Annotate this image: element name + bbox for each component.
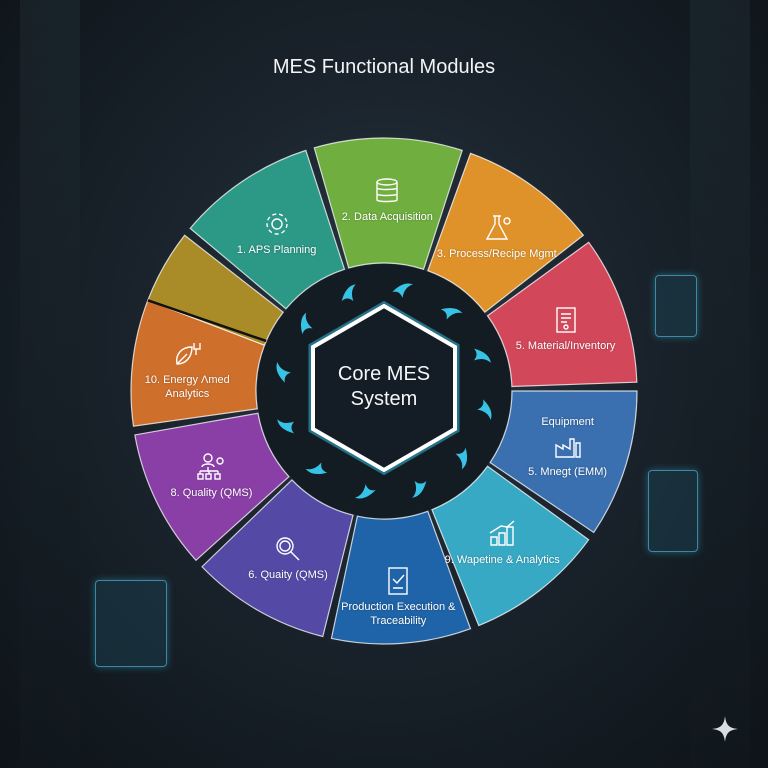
core-system-label: Core MES System	[304, 362, 464, 412]
segment-quality-8[interactable]	[134, 412, 290, 562]
flow-arrow-icon	[276, 362, 291, 383]
module-label: 5. Material/Inventory	[515, 340, 616, 353]
module-energy[interactable]: 10. Energy Λmed Analytics	[122, 337, 252, 401]
factory-icon	[554, 438, 581, 458]
leaf-plug-icon	[176, 342, 201, 365]
module-aps-planning[interactable]: 1. APS Planning	[212, 207, 342, 257]
hologram-panel	[655, 275, 697, 337]
module-process-recipe[interactable]: 3. Process/Recipe Mgmt	[432, 211, 562, 261]
flow-arrow-icon	[392, 283, 413, 298]
module-label: 10. Energy Λmed Analytics	[144, 373, 230, 400]
module-label: Production Execution & Traceability	[341, 600, 456, 627]
module-equipment[interactable]: Equipment 5. Mnegt (EMM)	[503, 415, 633, 479]
module-label: 9. Wapetine & Analytics	[444, 554, 560, 567]
module-production-execution[interactable]: Production Execution & Traceability	[333, 564, 463, 628]
segment-aps-planning[interactable]	[189, 149, 346, 310]
page-title: MES Functional Modules	[272, 56, 496, 78]
background-pillar	[20, 0, 80, 768]
core-line-2: System	[350, 388, 418, 410]
org-chart-icon	[197, 453, 225, 480]
module-label: 3. Process/Recipe Mgmt	[436, 247, 557, 260]
core-hexagon[interactable]	[310, 303, 458, 473]
sparkle-icon	[712, 716, 738, 742]
segment-quality-6[interactable]	[201, 479, 354, 638]
background-pillar	[690, 0, 750, 768]
module-warehouse-analytics[interactable]: 9. Wapetine & Analytics	[437, 517, 567, 567]
flow-arrow-icon	[455, 447, 468, 470]
segment-data-acquisition[interactable]	[313, 137, 463, 271]
segment-process-recipe[interactable]	[427, 152, 585, 314]
module-quality-6[interactable]: 6. Quaity (QMS)	[223, 532, 353, 582]
flow-arrow-icon	[355, 484, 376, 499]
segment-equipment[interactable]	[489, 390, 638, 534]
segment-energy-top[interactable]	[147, 234, 284, 346]
flow-arrow-icon	[440, 307, 463, 320]
module-label: 1. APS Planning	[236, 243, 317, 256]
module-label: 2. Data Acquisition	[341, 211, 433, 224]
magnifier-icon	[276, 537, 300, 561]
module-heading: Equipment	[541, 416, 594, 429]
module-label: 8. Quality (QMS)	[170, 487, 253, 500]
flask-icon	[485, 214, 511, 240]
flow-arrow-icon	[277, 419, 295, 434]
hologram-panel	[95, 580, 167, 667]
segment-divider	[147, 299, 267, 343]
flow-arrow-icon	[341, 284, 356, 302]
checklist-icon	[388, 566, 408, 595]
flow-arrow-icon	[477, 399, 492, 420]
flow-arrow-icon	[305, 462, 328, 475]
bar-chart-icon	[489, 520, 515, 546]
document-icon	[555, 307, 576, 334]
core-line-1: Core MES	[337, 363, 431, 385]
gear-icon	[265, 213, 288, 235]
flow-arrow-icon	[412, 480, 427, 498]
module-data-acquisition[interactable]: 2. Data Acquisition	[322, 174, 452, 224]
database-icon	[376, 178, 399, 203]
module-label: 5. Mnegt (EMM)	[528, 466, 608, 479]
module-quality-8[interactable]: 8. Quality (QMS)	[146, 450, 276, 500]
flow-arrow-icon	[300, 312, 313, 335]
hologram-panel	[648, 470, 698, 552]
module-label: 6. Quaity (QMS)	[248, 569, 328, 582]
module-material-inventory[interactable]: 5. Material/Inventory	[501, 303, 631, 353]
flow-arrow-icon	[473, 348, 491, 363]
